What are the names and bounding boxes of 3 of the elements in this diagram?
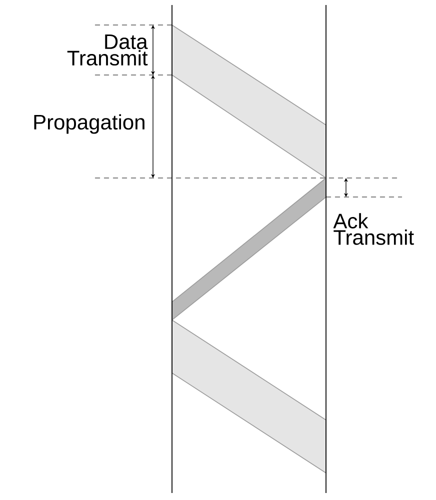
dimension-label: Propagation [34,114,144,134]
dimension-label: Data Transmit [67,34,148,66]
dimension-label: Ack Transmit [333,213,414,245]
